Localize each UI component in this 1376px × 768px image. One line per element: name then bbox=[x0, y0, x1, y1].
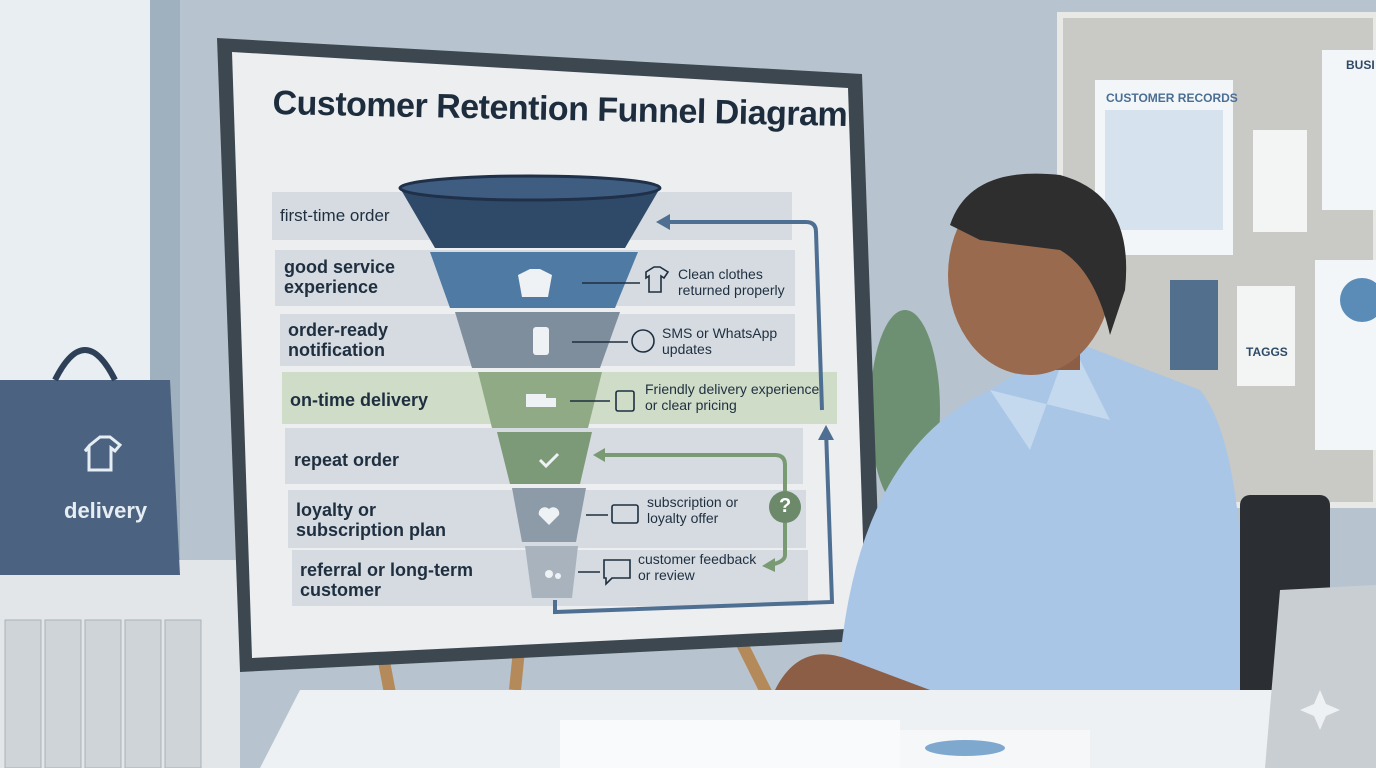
return-arrow bbox=[665, 220, 824, 411]
card-icon bbox=[611, 504, 639, 524]
phone-icon bbox=[533, 327, 549, 355]
note-text: SMS or WhatsApp updates bbox=[662, 325, 778, 357]
records-title: CUSTOMER RECORDS bbox=[1106, 91, 1238, 105]
people-icon bbox=[545, 570, 553, 578]
stage-label: good service experience bbox=[284, 257, 396, 297]
window bbox=[0, 0, 150, 400]
loop-arrow bbox=[553, 429, 835, 615]
blue-tag bbox=[1170, 280, 1218, 370]
man-hair bbox=[950, 173, 1127, 335]
note-text: subscription or loyalty offer bbox=[647, 494, 739, 526]
question-circle bbox=[769, 491, 801, 523]
heart-icon bbox=[538, 507, 560, 525]
business-title: BUSI bbox=[1346, 58, 1375, 72]
stage-label: on-time delivery bbox=[290, 390, 429, 410]
tag-label: TAGGS bbox=[1246, 345, 1288, 359]
funnel-stage-1 bbox=[400, 188, 660, 248]
note-text: Friendly delivery experience or clear pr… bbox=[645, 381, 820, 413]
laptop bbox=[1265, 585, 1376, 768]
feedback-arrow bbox=[600, 453, 787, 567]
bag-label: delivery bbox=[64, 498, 148, 523]
question-mark: ? bbox=[779, 495, 792, 517]
taggs-tag bbox=[1237, 286, 1295, 386]
delivery-bag bbox=[0, 380, 180, 575]
check-icon bbox=[538, 452, 560, 469]
stage-label: referral or long-term customer bbox=[300, 560, 474, 600]
whatsapp-icon bbox=[631, 329, 655, 353]
shirts-icon bbox=[518, 269, 552, 297]
stage-label: first-time order bbox=[280, 206, 390, 225]
t-shirt-icon bbox=[645, 266, 670, 293]
tag bbox=[1253, 130, 1307, 232]
man-shirt bbox=[840, 340, 1246, 720]
papers bbox=[560, 720, 900, 768]
price-bag-icon bbox=[615, 390, 635, 412]
note-text: Clean clothes returned properly bbox=[678, 266, 785, 298]
sparkle-icon bbox=[1300, 690, 1340, 730]
stage-label: order-ready notification bbox=[288, 320, 389, 360]
stage-label: repeat order bbox=[294, 450, 400, 470]
chat-icon bbox=[603, 559, 631, 586]
stage-label: loyalty or subscription plan bbox=[296, 500, 447, 540]
shirt-icon bbox=[83, 435, 123, 472]
funnel-stage-5 bbox=[497, 432, 592, 484]
truck-icon bbox=[526, 394, 546, 407]
note-text: customer feedback or review bbox=[638, 551, 757, 583]
